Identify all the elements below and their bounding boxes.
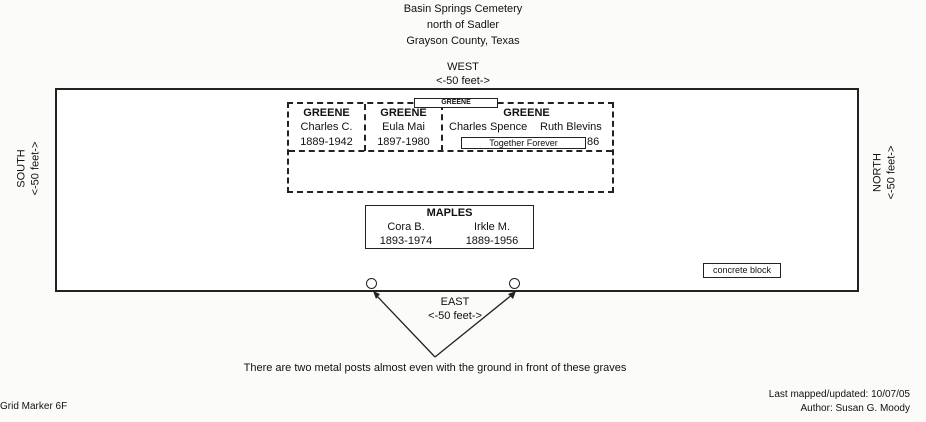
greene-divider-1	[364, 104, 366, 151]
west-label: WEST	[447, 61, 479, 73]
greene-col2-surname: GREENE	[380, 107, 427, 119]
greene-col1-name: Charles C.	[300, 121, 353, 133]
posts-note: There are two metal posts almost even wi…	[243, 362, 627, 374]
greene-col3-date-fragment: 86	[587, 136, 600, 148]
greene-row-divider	[289, 150, 612, 152]
metal-post-left-icon	[366, 278, 377, 289]
greene-col2-dates: 1897-1980	[377, 136, 430, 148]
maples-headstone	[365, 205, 534, 249]
greene-col3-name-b: Ruth Blevins	[540, 121, 602, 133]
arrow-head-left-icon	[373, 291, 380, 299]
greene-footstone-label: GREENE	[441, 99, 471, 106]
maples-surname: MAPLES	[426, 207, 473, 219]
greene-col3-surname: GREENE	[503, 107, 550, 119]
maples-name-b: Irkle M.	[473, 221, 511, 233]
together-forever-text: Together Forever	[489, 138, 558, 148]
greene-col1-dates: 1889-1942	[300, 136, 353, 148]
greene-col3-name-a: Charles Spence	[449, 121, 528, 133]
maples-dates-b: 1889-1956	[465, 235, 519, 247]
greene-footstone: GREENE	[414, 98, 498, 108]
arrow-line-left	[374, 293, 436, 358]
maples-dates-a: 1893-1974	[379, 235, 433, 247]
west-distance: <-50 feet->	[436, 75, 490, 87]
map-header: Basin Springs Cemetery north of Sadler G…	[0, 0, 926, 49]
maples-name-a: Cora B.	[387, 221, 425, 233]
cemetery-location: north of Sadler	[426, 19, 500, 31]
cemetery-name: Basin Springs Cemetery	[403, 3, 523, 15]
concrete-block: concrete block	[703, 263, 781, 278]
east-distance: <-50 feet->	[428, 310, 482, 322]
last-updated: Last mapped/updated: 10/07/05	[768, 389, 910, 400]
concrete-block-label: concrete block	[712, 265, 772, 275]
metal-post-right-icon	[509, 278, 520, 289]
author: Author: Susan G. Moody	[800, 403, 910, 414]
greene-divider-2	[441, 104, 443, 151]
together-forever-plaque: Together Forever	[461, 137, 586, 149]
east-label: EAST	[440, 296, 470, 308]
greene-col2-name: Eula Mai	[382, 121, 425, 133]
cemetery-county: Grayson County, Texas	[406, 35, 520, 47]
cemetery-plot-outline	[55, 88, 859, 292]
arrow-line-right	[434, 293, 514, 358]
greene-col1-surname: GREENE	[303, 107, 350, 119]
arrow-head-right-icon	[508, 291, 516, 299]
grid-marker: Grid Marker 6F	[0, 401, 68, 412]
